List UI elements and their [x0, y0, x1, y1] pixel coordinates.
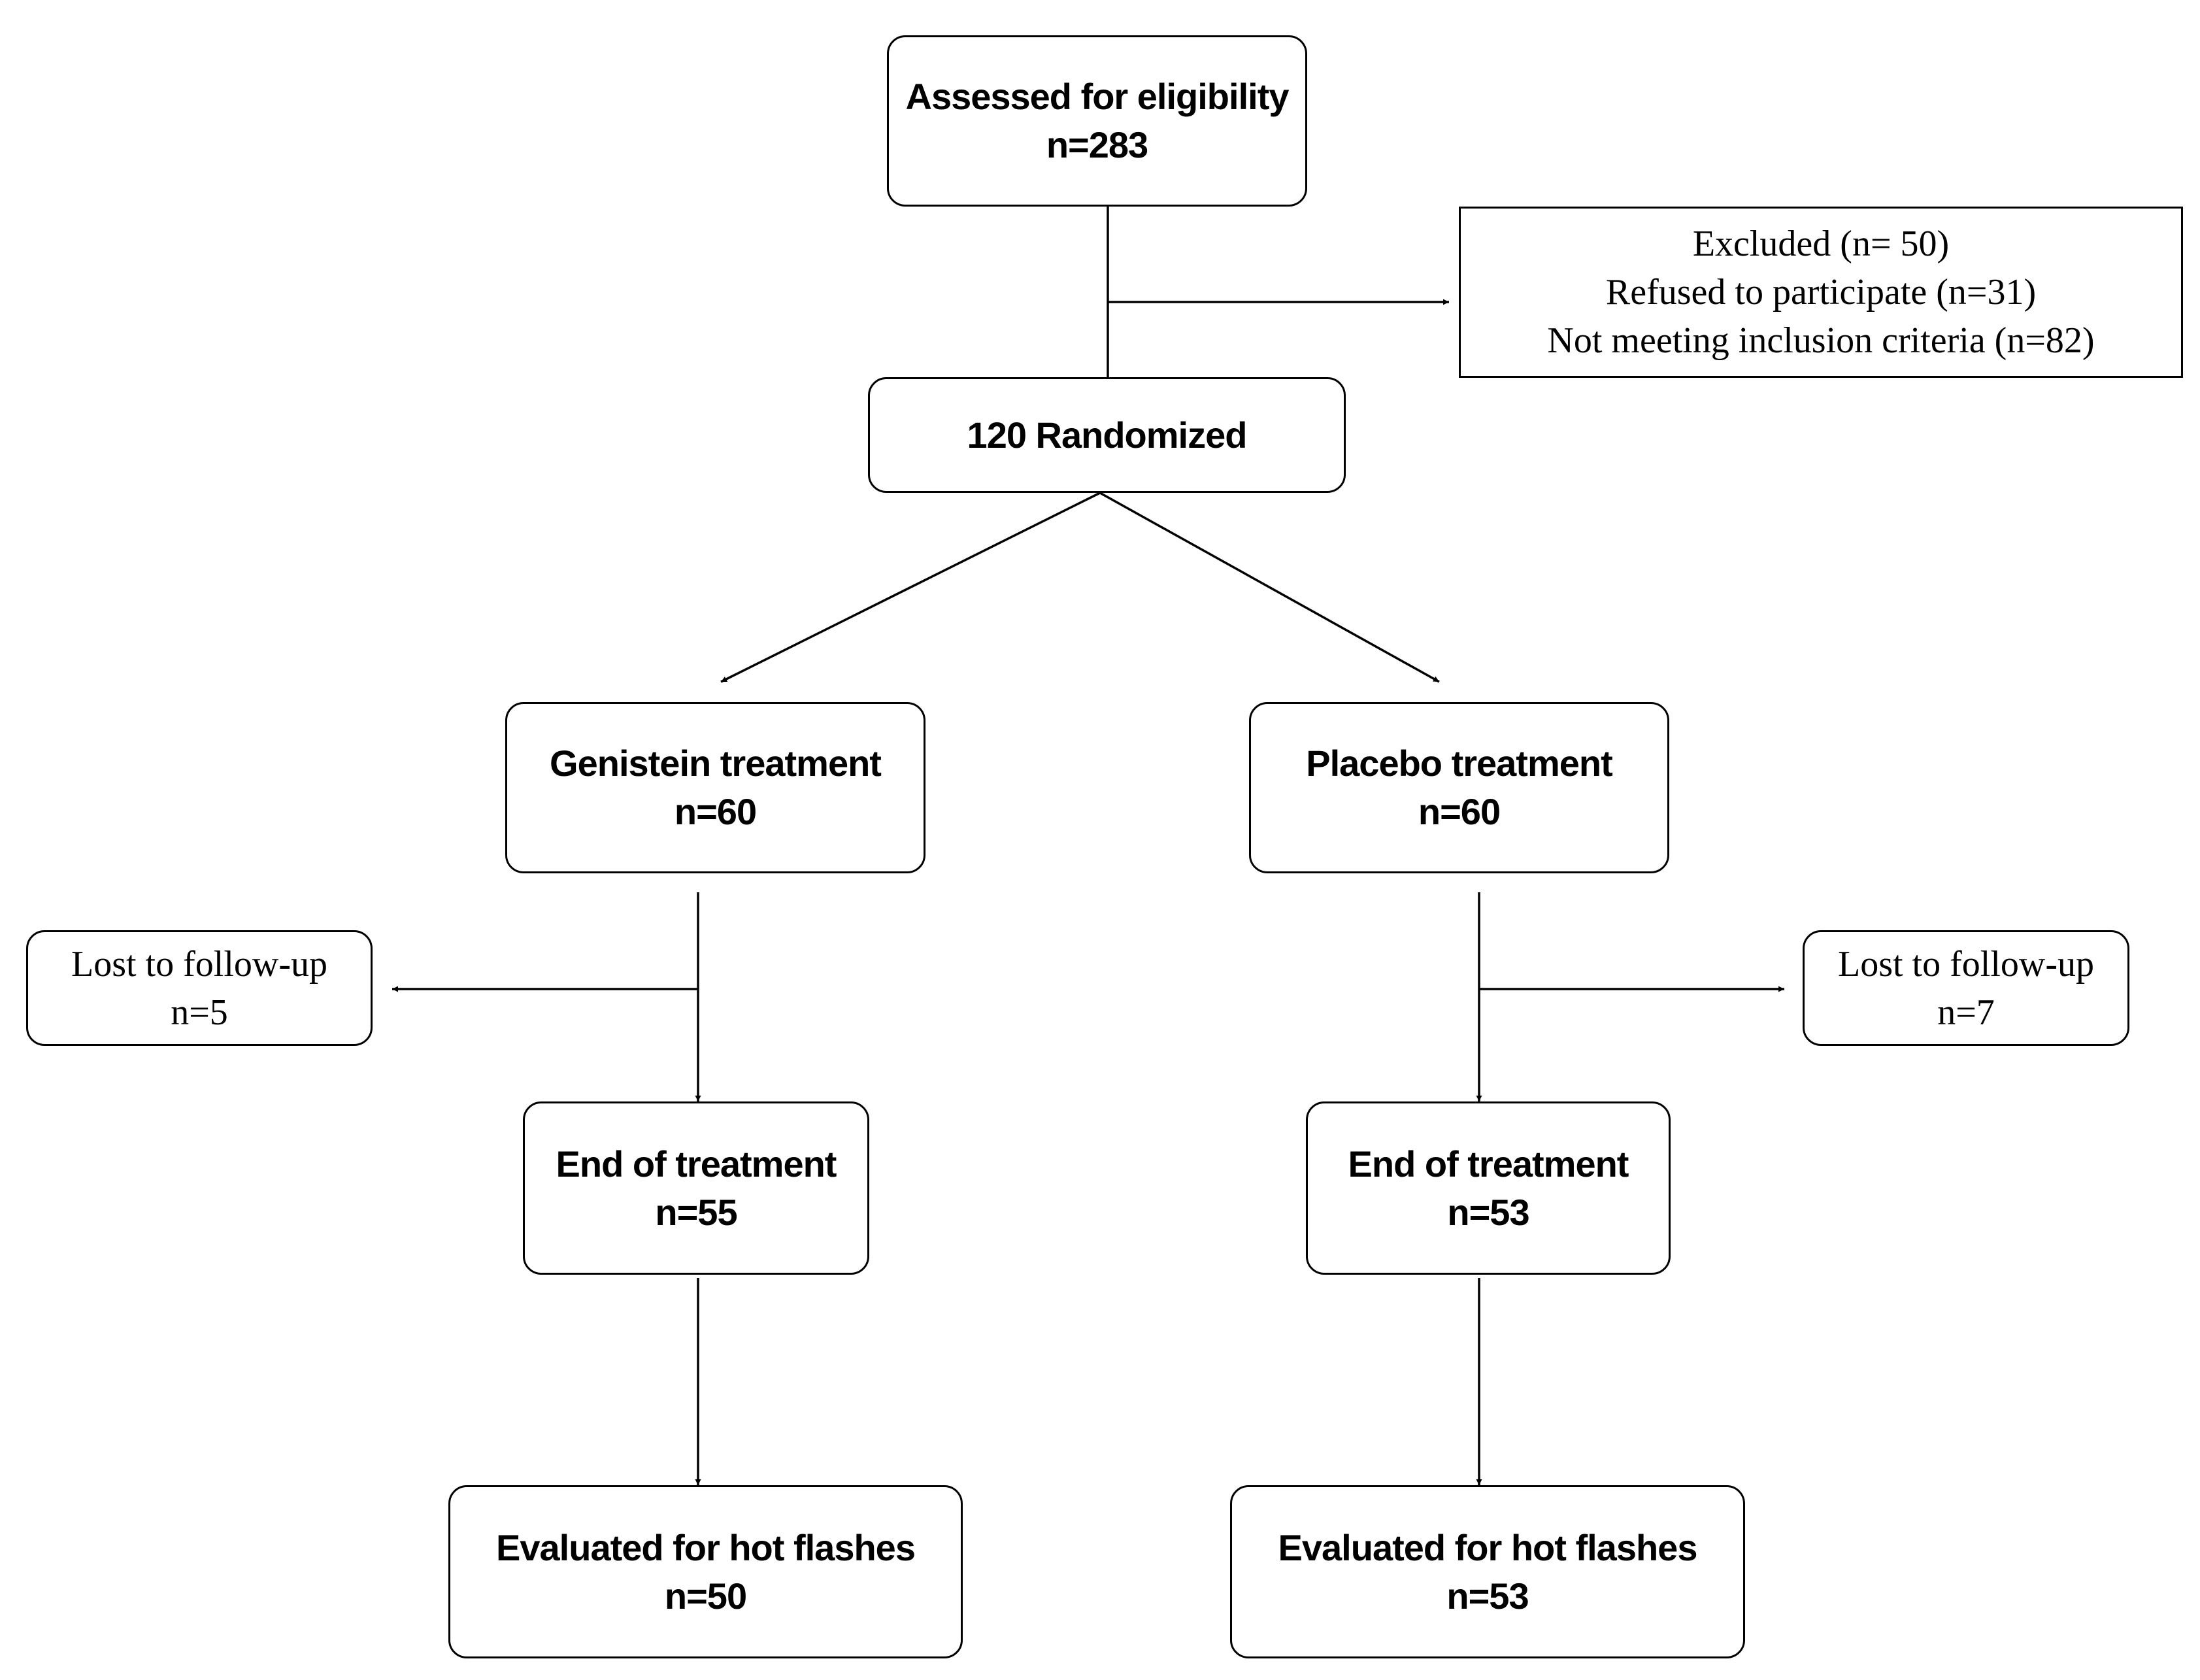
end-placebo-count: n=53 — [1447, 1191, 1529, 1233]
arrow-randomized-to-placebo — [1099, 492, 1440, 683]
end-placebo-box: End of treatment n=53 — [1306, 1101, 1671, 1275]
eval-placebo-box: Evaluated for hot flashes n=53 — [1230, 1485, 1745, 1658]
excluded-box: Excluded (n= 50) Refused to participate … — [1459, 207, 2183, 378]
randomized-box: 120 Randomized — [868, 377, 1346, 493]
eval-genistein-box: Evaluated for hot flashes n=50 — [448, 1485, 963, 1658]
lost-placebo-box: Lost to follow-up n=7 — [1803, 930, 2129, 1046]
eval-placebo-count: n=53 — [1446, 1575, 1529, 1617]
end-genistein-title: End of treatment — [556, 1143, 837, 1184]
eval-placebo-title: Evaluated for hot flashes — [1278, 1526, 1698, 1568]
lost-genistein-count: n=5 — [171, 992, 228, 1033]
assessed-title: Assessed for eligibility — [905, 76, 1290, 117]
assessed-box: Assessed for eligibility n=283 — [887, 35, 1307, 207]
assessed-count: n=283 — [1046, 124, 1148, 165]
lost-genistein-title: Lost to follow-up — [71, 943, 327, 984]
excluded-total: Excluded (n= 50) — [1692, 224, 1950, 264]
end-genistein-box: End of treatment n=55 — [523, 1101, 869, 1275]
lost-placebo-title: Lost to follow-up — [1838, 943, 2094, 984]
end-placebo-title: End of treatment — [1348, 1143, 1629, 1184]
lost-genistein-box: Lost to follow-up n=5 — [26, 930, 373, 1046]
genistein-title: Genistein treatment — [550, 743, 882, 784]
excluded-not-meeting: Not meeting inclusion criteria (n=82) — [1547, 320, 2095, 361]
genistein-box: Genistein treatment n=60 — [505, 702, 925, 873]
arrow-randomized-to-genistein — [720, 492, 1101, 683]
eval-genistein-count: n=50 — [664, 1575, 747, 1617]
excluded-refused: Refused to participate (n=31) — [1605, 272, 2037, 312]
placebo-title: Placebo treatment — [1306, 743, 1612, 784]
lost-placebo-count: n=7 — [1937, 992, 1995, 1033]
placebo-count: n=60 — [1418, 791, 1501, 832]
randomized-title: 120 Randomized — [967, 414, 1248, 456]
placebo-box: Placebo treatment n=60 — [1249, 702, 1669, 873]
genistein-count: n=60 — [674, 791, 757, 832]
end-genistein-count: n=55 — [655, 1191, 737, 1233]
eval-genistein-title: Evaluated for hot flashes — [496, 1526, 916, 1568]
